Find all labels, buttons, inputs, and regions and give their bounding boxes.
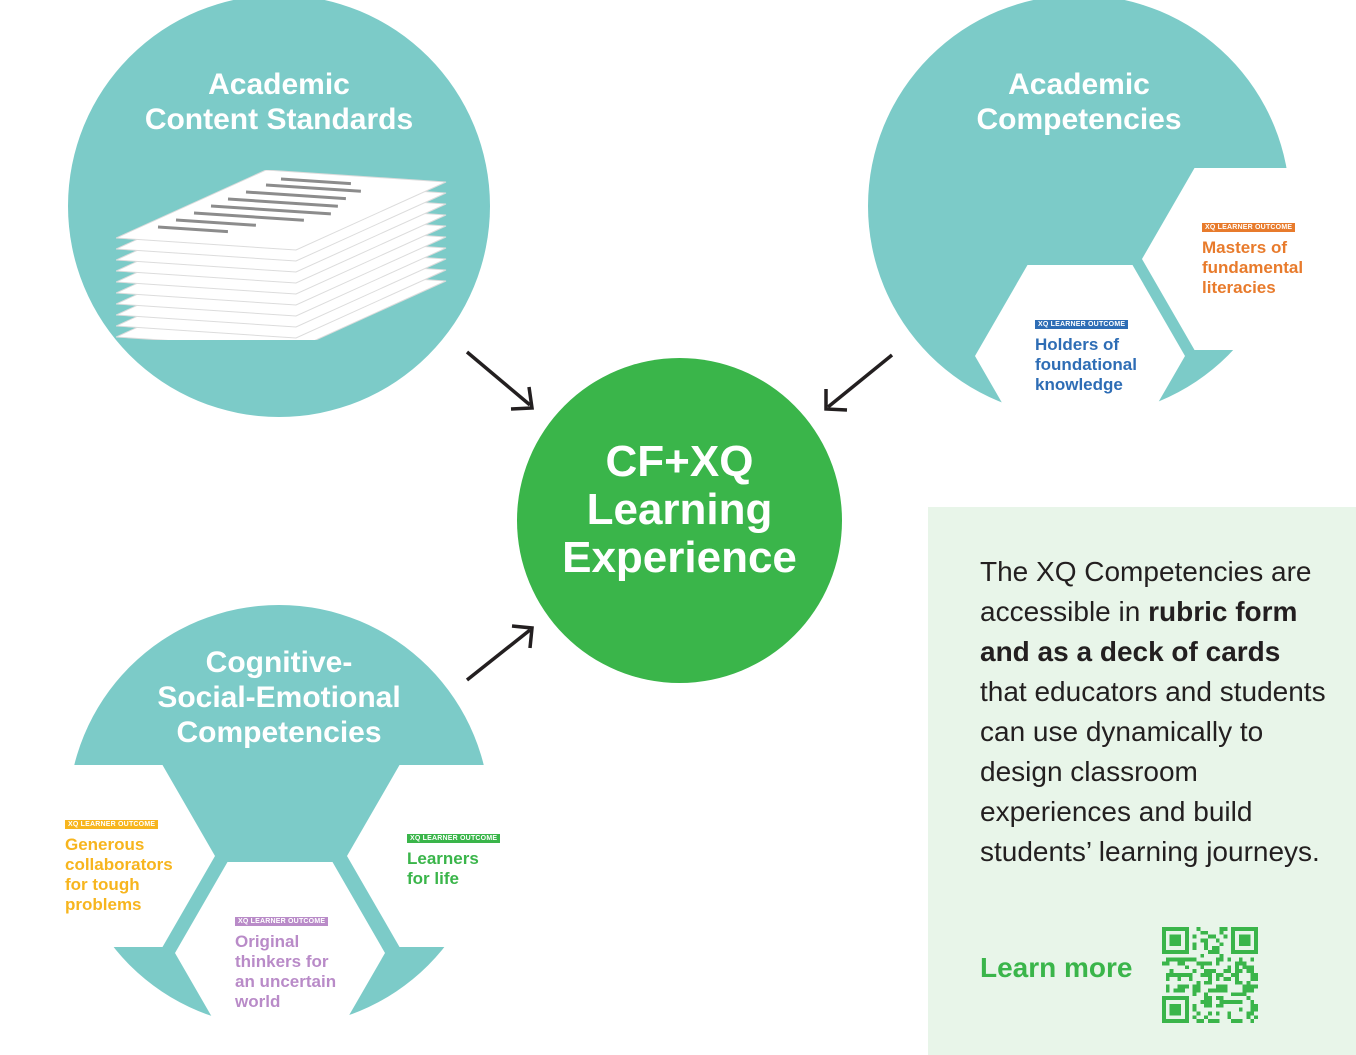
- info-text: The XQ Competencies are accessible in ru…: [980, 552, 1330, 872]
- outcome-badge: XQ LEARNER OUTCOME: [1035, 320, 1129, 329]
- document-text-line: [280, 177, 352, 186]
- outcome-badge: XQ LEARNER OUTCOME: [235, 917, 329, 926]
- info-panel: The XQ Competencies are accessible in ru…: [928, 507, 1356, 1055]
- info-text-part: The XQ Competencies are accessible in: [980, 556, 1312, 627]
- outcome-generous-label: Generous collaborators for tough problem…: [65, 835, 173, 914]
- outcome-badge: XQ LEARNER OUTCOME: [1202, 223, 1296, 232]
- document-text-line: [210, 204, 331, 216]
- academic-content-standards-title: Academic Content Standards: [144, 68, 414, 136]
- outcome-holders-label: Holders of foundational knowledge: [1035, 335, 1137, 394]
- outcome-original-label: Original thinkers for an uncertain world: [235, 932, 337, 1011]
- outcome-masters-label: Masters of fundamental literacies: [1202, 238, 1304, 297]
- arrow-head: [511, 624, 534, 649]
- info-text-bold: rubric form and as a deck of cards: [980, 596, 1298, 667]
- learning-experience-circle: CF+XQ Learning Experience: [517, 358, 842, 683]
- info-text-part: that educators and students can use dyna…: [980, 676, 1326, 867]
- arrow-head: [824, 389, 848, 412]
- cognitive-social-emotional-title: Cognitive- Social-Emotional Competencies: [157, 646, 401, 749]
- document-text-line: [227, 197, 338, 208]
- document-text-line: [157, 225, 229, 234]
- arrow-from-cognitive: [465, 628, 532, 682]
- document-stack-icon: [116, 170, 447, 340]
- arrow-from-academic-competencies: [826, 353, 894, 409]
- document-text-line: [265, 183, 362, 193]
- document-text-line: [193, 211, 304, 222]
- document-text-line: [175, 218, 257, 227]
- learning-experience-title: CF+XQ Learning Experience: [562, 437, 797, 582]
- qr-code-icon[interactable]: [1161, 927, 1259, 1023]
- outcome-learners-label: Learners for life: [407, 849, 479, 888]
- document-text-line: [245, 190, 346, 201]
- outcome-badge: XQ LEARNER OUTCOME: [65, 820, 159, 829]
- outcome-badge: XQ LEARNER OUTCOME: [407, 834, 501, 843]
- learn-more-link[interactable]: Learn more: [980, 952, 1133, 983]
- arrow-from-academic-content: [465, 350, 532, 407]
- academic-competencies-title: Academic Competencies: [976, 68, 1182, 136]
- outcome-hex-holders: XQ LEARNER OUTCOME Holders of foundation…: [975, 265, 1185, 447]
- academic-content-standards-circle: Academic Content Standards: [68, 0, 490, 417]
- arrow-head: [510, 386, 535, 411]
